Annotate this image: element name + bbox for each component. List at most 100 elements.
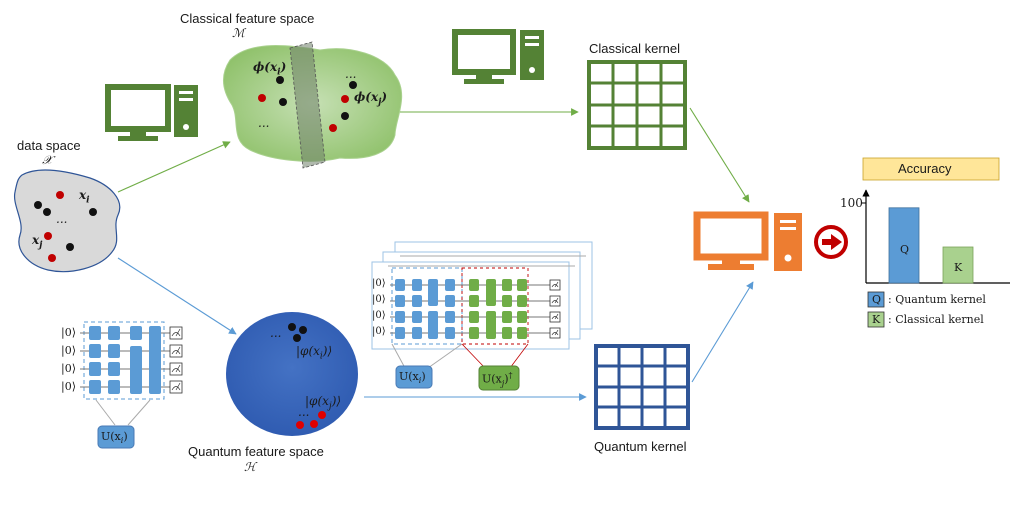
quantum-circuit-stack bbox=[371, 241, 593, 391]
accuracy-chart bbox=[862, 157, 1010, 328]
accuracy-title: Accuracy bbox=[898, 161, 952, 176]
measurement-icon bbox=[549, 327, 561, 339]
classical-dots-left: ... bbox=[258, 116, 270, 130]
legend-label-q: : Quantum kernel bbox=[888, 293, 986, 306]
data-points bbox=[34, 191, 97, 262]
gate-block bbox=[486, 279, 496, 306]
ket0-stack-2: |0⟩ bbox=[372, 294, 386, 305]
gate-block bbox=[445, 279, 455, 291]
measurement-icon bbox=[169, 362, 183, 376]
legend-swatch-q bbox=[867, 291, 885, 308]
gate-block bbox=[395, 295, 405, 307]
separating-hyperplane bbox=[289, 41, 326, 169]
gate-block bbox=[89, 380, 101, 394]
phi-xi-label: ϕ(xi) bbox=[253, 60, 287, 78]
legend-swatch-k bbox=[867, 311, 885, 328]
gate-block bbox=[517, 311, 527, 323]
gate-block bbox=[412, 279, 422, 291]
data-dots: ... bbox=[56, 212, 68, 226]
gate-block bbox=[108, 326, 120, 340]
gate-block bbox=[412, 327, 422, 339]
classical-dots-right: ... bbox=[345, 67, 357, 81]
ket0-left-3: |0⟩ bbox=[61, 362, 76, 375]
ket0-stack-1: |0⟩ bbox=[372, 278, 386, 289]
gate-block bbox=[149, 326, 161, 394]
gate-block bbox=[89, 326, 101, 340]
gate-block bbox=[469, 311, 479, 323]
gate-block bbox=[130, 346, 142, 394]
gate-block bbox=[412, 311, 422, 323]
data-space-symbol: 𝒳 bbox=[42, 153, 53, 167]
gate-block bbox=[469, 279, 479, 291]
ket0-left-4: |0⟩ bbox=[61, 380, 76, 393]
gate-block bbox=[502, 327, 512, 339]
data-space-blob bbox=[13, 169, 121, 273]
gate-block bbox=[89, 362, 101, 376]
flow-arrows bbox=[117, 107, 754, 401]
gate-block bbox=[89, 344, 101, 358]
gate-block bbox=[395, 279, 405, 291]
result-computer-icon bbox=[693, 211, 802, 271]
y-tick-100: 100 bbox=[840, 196, 863, 210]
gate-block bbox=[517, 279, 527, 291]
quantum-feature-space-symbol: ℋ bbox=[244, 460, 256, 474]
classical-feature-space-symbol: ℳ bbox=[232, 26, 245, 40]
xi-label: xi bbox=[79, 188, 90, 206]
legend-key-k: K bbox=[872, 313, 881, 326]
ket-xj-label: |φ(xj)⟩ bbox=[305, 394, 342, 412]
phi-xj-label: ϕ(xj) bbox=[354, 90, 388, 108]
u-xi-left-label: U(xi) bbox=[101, 430, 128, 446]
classical-feature-points bbox=[258, 76, 357, 132]
bar-q bbox=[888, 207, 920, 284]
measurement-icon bbox=[549, 295, 561, 307]
xj-label: xj bbox=[32, 233, 43, 251]
quantum-feature-sphere bbox=[226, 312, 358, 436]
legend-key-q: Q bbox=[872, 293, 882, 306]
ket0-left-1: |0⟩ bbox=[61, 326, 76, 339]
u-xi-gate-left bbox=[97, 425, 135, 449]
ket0-left-2: |0⟩ bbox=[61, 344, 76, 357]
measurement-icon bbox=[169, 326, 183, 340]
legend-label-k: : Classical kernel bbox=[888, 313, 984, 326]
gate-block bbox=[517, 327, 527, 339]
gate-block bbox=[395, 311, 405, 323]
quantum-feature-space-label: Quantum feature space bbox=[188, 444, 324, 459]
quantum-kernel-label: Quantum kernel bbox=[594, 439, 687, 454]
gate-block bbox=[469, 327, 479, 339]
gate-block bbox=[108, 362, 120, 376]
classical-feature-space-label: Classical feature space bbox=[180, 11, 315, 26]
measurement-icon bbox=[549, 279, 561, 291]
classical-computer-icon-top bbox=[452, 29, 544, 84]
classical-kernel-grid bbox=[587, 60, 687, 150]
gate-block bbox=[445, 295, 455, 307]
quantum-circuit-left bbox=[80, 321, 183, 449]
u-xi-gate bbox=[395, 365, 433, 389]
ket0-stack-4: |0⟩ bbox=[372, 326, 386, 337]
quantum-dots-top: ... bbox=[270, 326, 282, 340]
gate-block bbox=[395, 327, 405, 339]
chart-title-box bbox=[862, 157, 1000, 181]
u-xj-dagger-label: U(xj)† bbox=[482, 371, 513, 388]
gate-block bbox=[502, 311, 512, 323]
measurement-icon bbox=[549, 311, 561, 323]
quantum-feature-points bbox=[288, 323, 326, 429]
gate-block bbox=[108, 344, 120, 358]
gate-block bbox=[486, 311, 496, 339]
bar-label-q: Q bbox=[900, 243, 910, 257]
gate-block bbox=[502, 295, 512, 307]
gate-block bbox=[428, 311, 438, 339]
classical-computer-icon-left bbox=[105, 84, 198, 141]
gate-block bbox=[130, 326, 142, 340]
u-xi-stack-label: U(xi) bbox=[399, 370, 426, 386]
gate-block bbox=[445, 311, 455, 323]
measurement-icon bbox=[169, 380, 183, 394]
data-space-label: data space bbox=[17, 138, 81, 153]
bar-k bbox=[942, 246, 974, 284]
quantum-kernel-grid bbox=[594, 344, 690, 430]
gate-block bbox=[517, 295, 527, 307]
measurement-icon bbox=[169, 344, 183, 358]
output-arrow-circle-icon bbox=[814, 225, 848, 259]
quantum-dots-bottom: ... bbox=[298, 405, 310, 419]
gate-block bbox=[108, 380, 120, 394]
